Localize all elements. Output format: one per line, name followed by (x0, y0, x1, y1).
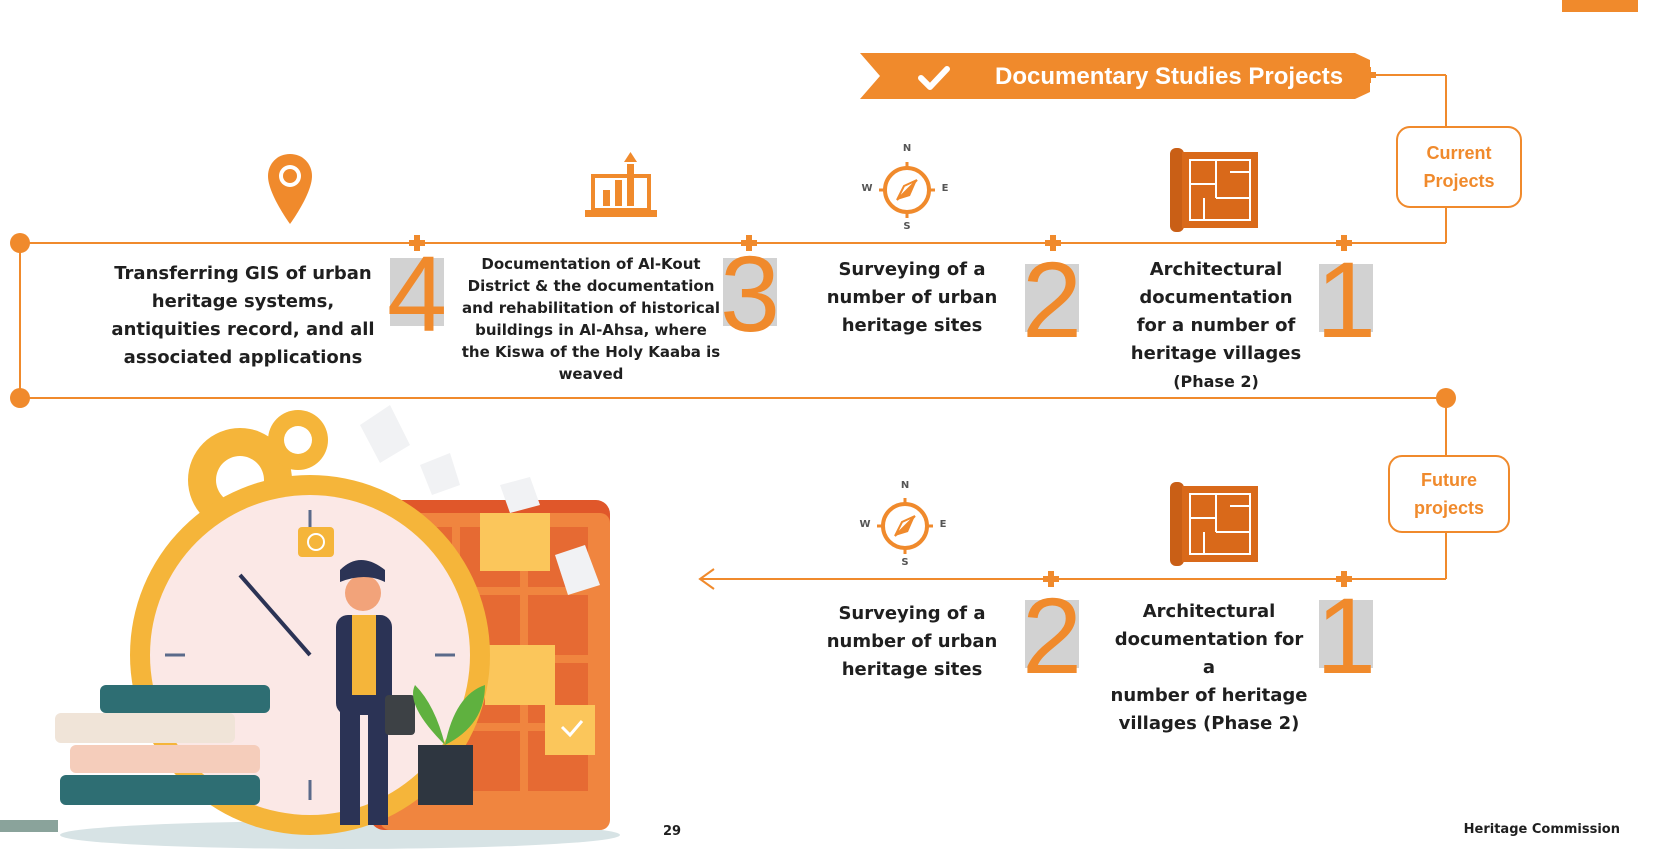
illustration (55, 405, 620, 849)
banner-title: Documentary Studies Projects (995, 63, 1344, 90)
text-line: Transferring GIS of urban (114, 263, 372, 284)
text-line: (Phase 2) (1173, 372, 1259, 391)
laptop-chart-icon (585, 152, 657, 217)
item-number: 3 (719, 233, 781, 354)
item-number: 4 (386, 233, 448, 354)
future-projects-label: Future projects (1388, 455, 1510, 533)
number-bg (1025, 264, 1079, 332)
text-line: for a number of (1136, 315, 1296, 336)
current-item-4-text: Transferring GIS of urban heritage syste… (100, 260, 386, 372)
text-line: District & the documentation (467, 277, 715, 295)
text-line: villages (Phase 2) (1118, 713, 1300, 734)
plus-marker (1336, 571, 1352, 587)
item-number: 2 (1021, 239, 1083, 360)
text-line: weaved (558, 365, 624, 383)
text-line: Architectural (1142, 601, 1276, 622)
text-line: documentation (1139, 287, 1293, 308)
blueprint-icon (1170, 148, 1258, 232)
location-pin-icon (268, 154, 312, 224)
compass-n-label: N (902, 143, 912, 154)
text-line: heritage sites (841, 315, 983, 336)
compass-e-label: E (941, 183, 949, 194)
text-line: antiquities record, and all (111, 319, 375, 340)
plus-marker (741, 235, 757, 251)
checkmark-icon (918, 66, 950, 90)
item-number: 1 (1315, 239, 1377, 360)
number-bg (1319, 600, 1373, 668)
text-line: heritage sites (841, 659, 983, 680)
text-line: and rehabilitation of historical (461, 299, 721, 317)
text-line: Documentation of Al-Kout (481, 255, 701, 273)
plus-marker (1043, 571, 1059, 587)
current-label-line2: Projects (1423, 171, 1495, 191)
plus-marker (1045, 235, 1061, 251)
number-bg (1025, 600, 1079, 668)
plus-marker (1336, 235, 1352, 251)
blueprint-icon (1170, 482, 1258, 566)
top-accent-bar (1562, 0, 1638, 12)
text-line: number of urban (826, 631, 998, 652)
item-number: 1 (1315, 575, 1377, 696)
compass-s-label: S (903, 221, 911, 232)
future-item-1-text: Architectural documentation for a number… (1106, 598, 1312, 738)
text-line: the Kiswa of the Holy Kaaba is (461, 343, 721, 361)
plus-marker (1360, 67, 1376, 83)
plus-marker (409, 235, 425, 251)
text-line: Architectural (1149, 259, 1283, 280)
page-number: 29 (662, 824, 682, 839)
text-line: number of heritage (1110, 685, 1308, 706)
item-number: 2 (1021, 575, 1083, 696)
compass-w-label: W (859, 519, 871, 530)
number-bg (390, 258, 444, 326)
text-line: heritage systems, (151, 291, 335, 312)
compass-e-label: E (939, 519, 947, 530)
current-item-3-text: Documentation of Al-Kout District & the … (450, 253, 732, 385)
text-line: number of urban (826, 287, 998, 308)
text-line: associated applications (123, 347, 363, 368)
current-item-2-text: Surveying of a number of urban heritage … (812, 256, 1012, 340)
text-line: Surveying of a (838, 259, 986, 280)
number-bg (723, 258, 777, 326)
gear-icon (268, 410, 328, 470)
organization-name: Heritage Commission (1463, 822, 1620, 837)
compass-w-label: W (861, 183, 873, 194)
future-label-line1: Future (1421, 470, 1477, 490)
compass-n-label: N (900, 480, 910, 491)
future-label-line2: projects (1413, 498, 1485, 518)
future-item-2-text: Surveying of a number of urban heritage … (812, 600, 1012, 684)
compass-s-label: S (901, 557, 909, 568)
text-line: documentation for a (1114, 629, 1304, 678)
compass-icon (879, 162, 935, 218)
current-item-1-text: Architectural documentation for a number… (1116, 256, 1316, 396)
text-line: buildings in Al-Ahsa, where (475, 321, 707, 339)
current-label-line1: Current (1426, 143, 1492, 163)
footer-accent-bar (0, 820, 58, 832)
text-line: Surveying of a (838, 603, 986, 624)
number-bg (1319, 264, 1373, 332)
compass-icon (877, 498, 933, 554)
text-line: heritage villages (1130, 343, 1302, 364)
